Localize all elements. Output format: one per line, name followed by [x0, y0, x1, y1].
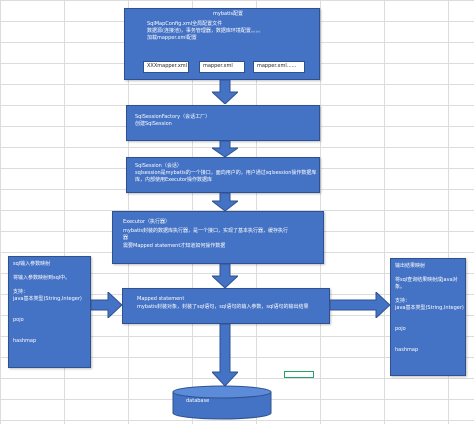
session-line-1: SqlSession（会话）	[135, 163, 182, 169]
arrow-mapped-to-output	[330, 292, 390, 318]
sqlsession-factory-box: SqlSessionFactory（会话工厂） 创建SqlSession	[126, 105, 320, 141]
output-mapping-box: 输出结果映射 将sql查询结果映射成java对 象。 支持： java基本类型(…	[390, 258, 466, 376]
config-line-1: SqlMapConfig.xml全局配置文件	[147, 21, 223, 27]
selected-cell[interactable]	[284, 371, 314, 378]
config-line-3: 加载mapper.xml配置	[147, 35, 197, 41]
sqlsession-box: SqlSession（会话） sqlsession是mybatis的一个接口，面…	[126, 157, 320, 193]
mapper-file-2: mapper.xml	[199, 61, 245, 73]
mapped-statement-box: Mapped statement mybatis封装对象，封装了sql语句，sq…	[122, 288, 330, 324]
output-line-10: pojo	[395, 326, 406, 332]
input-line-12: hashmap	[13, 338, 37, 344]
input-mapping-box: sql输入参数映射 将输入参数映射到sql中。 支持： java基本类型(Str…	[8, 256, 91, 368]
output-line-4: 象。	[395, 284, 406, 290]
database-label: database	[186, 398, 210, 404]
mapped-line-2: mybatis封装对象，封装了sql语句，sql语句的输入参数，sql语句的输出…	[137, 304, 309, 310]
output-line-1: 输出结果映射	[395, 263, 426, 269]
session-line-3: 库，内部使用Executor操作数据库	[135, 177, 213, 183]
session-line-2: sqlsession是mybatis的一个接口，面向用户的，用户通过sqlses…	[135, 170, 317, 176]
config-line-2: 数据源(连接池)，事务管理器，数据库环境配置。。。。	[147, 28, 264, 34]
output-line-6: 支持：	[395, 298, 411, 304]
mapper-file-1: XXXmapper.xml	[143, 61, 189, 73]
mybatis-config-box: mybatis配置 SqlMapConfig.xml全局配置文件 数据源(连接池…	[124, 8, 320, 80]
arrow-config-to-factory	[212, 80, 238, 104]
input-line-5: 支持：	[13, 289, 29, 295]
mapper-file-3: mapper.xml......	[253, 61, 305, 73]
executor-box: Executor（执行器） mybatis封装的数据库执行器，是一个接口，实现了…	[112, 211, 324, 264]
output-line-7: java基本类型(String,Integer)	[395, 305, 464, 311]
database-icon	[172, 385, 272, 420]
executor-line-1: Executor（执行器）	[123, 219, 171, 225]
input-line-3: 将输入参数映射到sql中。	[13, 275, 71, 281]
input-line-1: sql输入参数映射	[13, 261, 51, 267]
executor-line-3: 器	[123, 235, 129, 241]
executor-line-2: mybatis封装的数据库执行器，是一个接口，实现了基本执行器，缓存执行	[123, 228, 289, 234]
factory-line-2: 创建SqlSession	[135, 121, 172, 127]
arrow-mapped-to-database	[212, 324, 238, 386]
arrow-executor-to-mapped	[212, 264, 238, 288]
output-line-3: 将sql查询结果映射成java对	[395, 277, 458, 283]
input-line-6: java基本类型(String,Integer)	[13, 296, 82, 302]
arrow-session-to-executor	[212, 193, 238, 211]
output-line-13: hashmap	[395, 347, 419, 353]
mybatis-config-title: mybatis配置	[213, 11, 244, 17]
mapped-line-1: Mapped statement	[137, 296, 185, 302]
arrow-input-to-mapped	[91, 292, 122, 318]
input-line-9: pojo	[13, 317, 24, 323]
factory-line-1: SqlSessionFactory（会话工厂）	[135, 114, 211, 120]
executor-line-4: 需要Mapped statement才知道如何操作数据	[123, 243, 226, 249]
arrow-factory-to-session	[212, 141, 238, 157]
